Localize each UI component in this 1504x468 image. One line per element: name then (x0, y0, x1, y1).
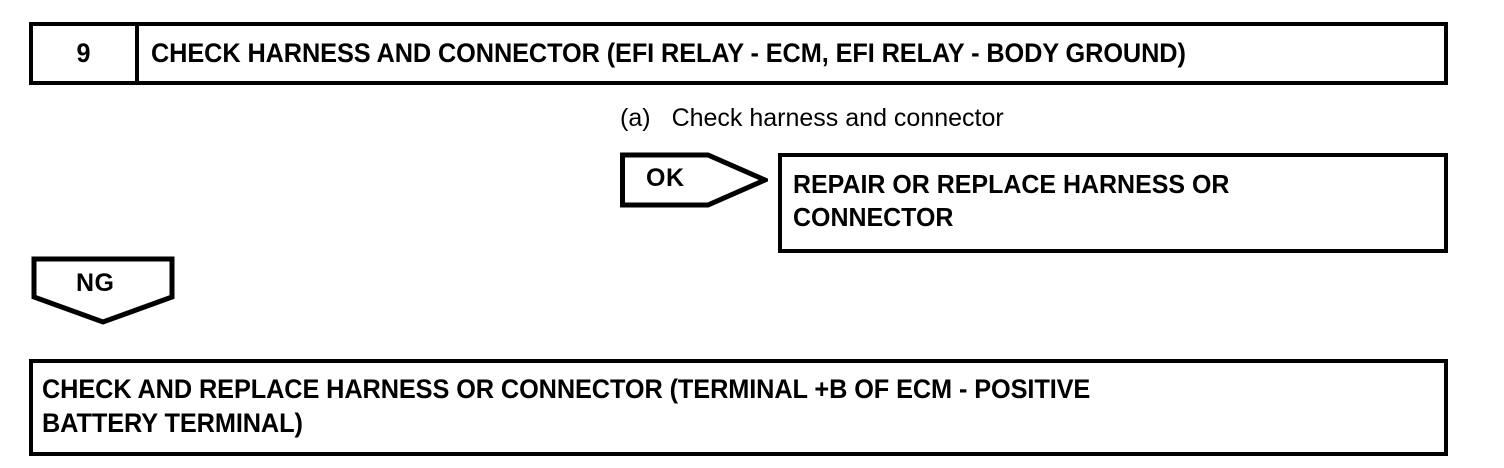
substep-instruction: (a) Check harness and connector (620, 106, 1004, 131)
final-action-box: CHECK AND REPLACE HARNESS OR CONNECTOR (… (29, 359, 1448, 456)
ng-branch-label: NG (76, 269, 115, 297)
substep-marker: (a) (620, 104, 651, 132)
substep-text: Check harness and connector (671, 104, 1004, 132)
ok-branch-arrow: OK (620, 152, 768, 208)
step-title: CHECK HARNESS AND CONNECTOR (EFI RELAY -… (151, 38, 1186, 69)
ng-branch-marker: NG (31, 256, 175, 326)
ok-arrow-shape (620, 152, 768, 208)
step-header: 9 CHECK HARNESS AND CONNECTOR (EFI RELAY… (29, 22, 1448, 85)
step-number: 9 (77, 38, 91, 68)
repair-or-replace-box: REPAIR OR REPLACE HARNESS OR CONNECTOR (778, 153, 1448, 253)
repair-box-line-1: REPAIR OR REPLACE HARNESS OR (793, 169, 1230, 199)
final-action-line-2: BATTERY TERMINAL) (42, 408, 303, 439)
ok-branch-label: OK (646, 164, 685, 192)
final-action-line-1: CHECK AND REPLACE HARNESS OR CONNECTOR (… (42, 374, 1091, 404)
repair-box-line-2: CONNECTOR (793, 202, 954, 233)
ng-marker-shape (31, 256, 175, 325)
step-title-cell: CHECK HARNESS AND CONNECTOR (EFI RELAY -… (139, 26, 1444, 81)
step-number-cell: 9 (33, 26, 139, 81)
